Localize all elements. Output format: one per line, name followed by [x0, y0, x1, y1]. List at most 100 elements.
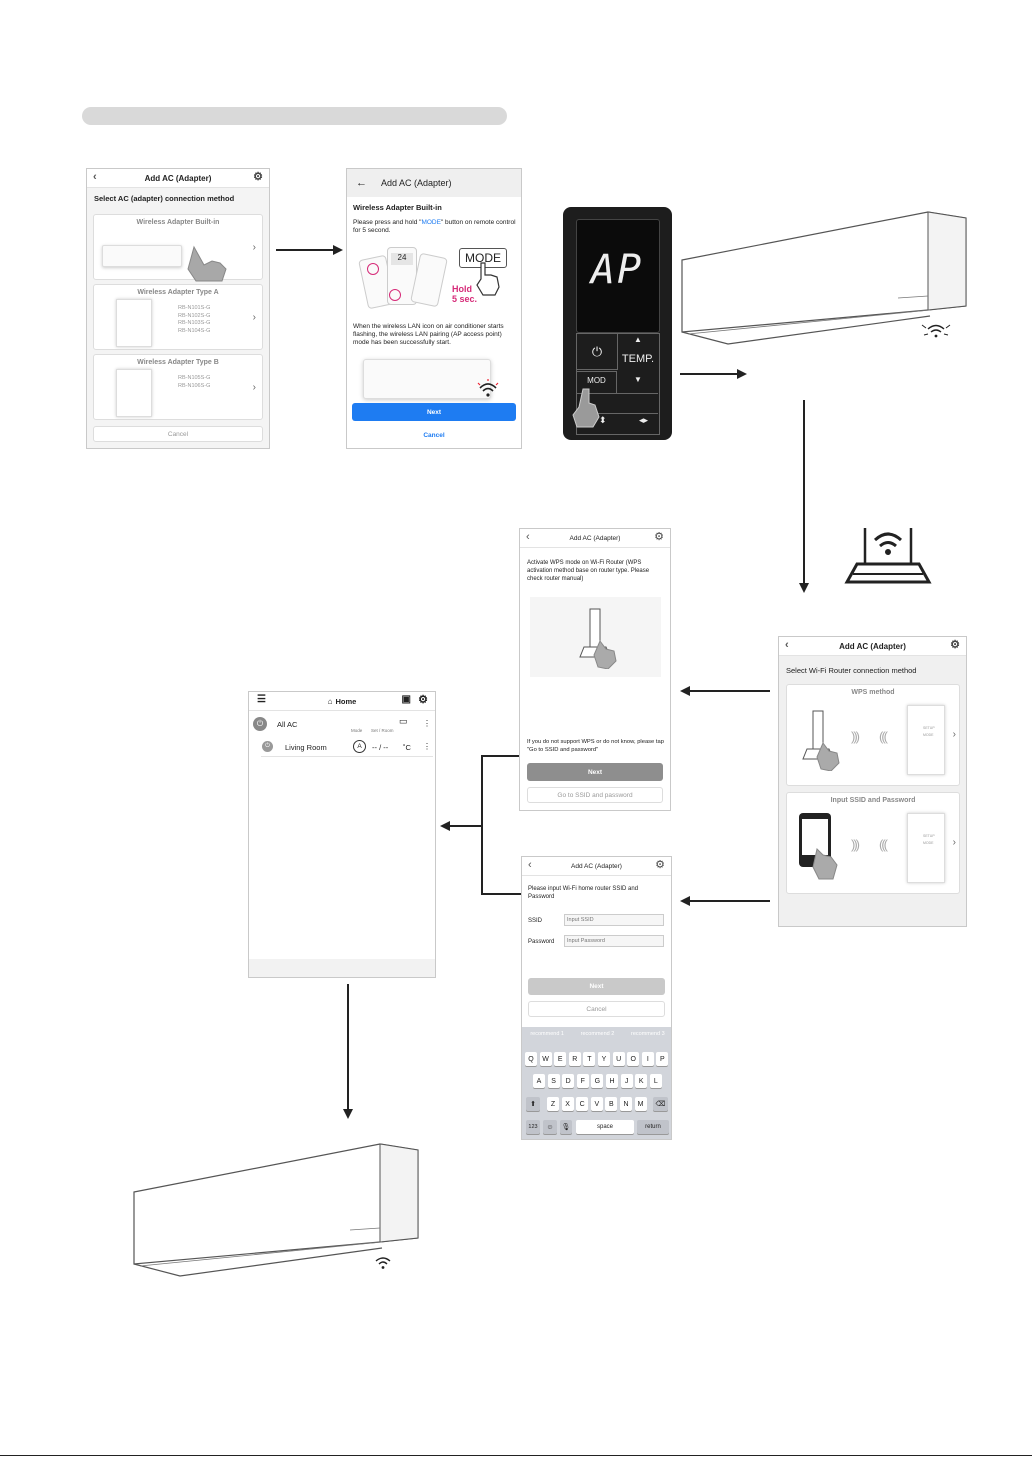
temp-down-icon[interactable]: ▼ [634, 375, 642, 384]
adapter-image: SETUP MODE [907, 705, 945, 775]
keyboard-key[interactable]: R [568, 1052, 581, 1066]
backspace-key[interactable]: ⌫ [653, 1097, 668, 1111]
emoji-key[interactable]: ☺ [543, 1120, 557, 1134]
arrow-head [680, 686, 690, 696]
numbers-key[interactable]: 123 [526, 1120, 540, 1134]
back-icon[interactable]: ‹ [93, 171, 97, 183]
next-button[interactable]: Next [528, 978, 665, 995]
flow-connector [481, 755, 519, 757]
back-icon[interactable]: ‹ [526, 531, 530, 543]
keyboard-key[interactable]: E [554, 1052, 567, 1066]
room-temperature: -- / -- [372, 743, 389, 752]
instruction-key: MODE [421, 219, 441, 226]
gear-icon[interactable]: ⚙ [654, 531, 664, 543]
keyboard-key[interactable]: L [649, 1074, 662, 1088]
screen-ssid: ‹ Add AC (Adapter) ⚙ Please input Wi-Fi … [521, 856, 672, 1140]
power-icon[interactable]: ⏻ [253, 717, 267, 731]
suggestion-item[interactable]: recommend 1 [530, 1031, 564, 1037]
space-key[interactable]: space [576, 1120, 634, 1134]
screen-router-method: ‹ Add AC (Adapter) ⚙ Select Wi-Fi Router… [778, 636, 967, 927]
wps-illustration [530, 597, 661, 677]
keyboard-key[interactable]: P [656, 1052, 669, 1066]
mic-key[interactable]: 🎙 [560, 1120, 572, 1134]
router-press-icon [802, 710, 840, 771]
suggestion-item[interactable]: recommend 2 [580, 1031, 615, 1037]
temp-label: TEMP. [621, 353, 655, 365]
temp-up-icon[interactable]: ▲ [634, 335, 642, 344]
remote-center: 24 [387, 247, 417, 305]
power-icon[interactable]: ⏻ [262, 741, 273, 752]
keyboard-key[interactable]: B [605, 1097, 618, 1111]
keyboard-key[interactable]: Q [525, 1052, 537, 1066]
keyboard-key[interactable]: O [627, 1052, 640, 1066]
keyboard-key[interactable]: N [620, 1097, 632, 1111]
flow-arrow [690, 900, 770, 902]
back-icon[interactable]: ‹ [528, 859, 532, 871]
wifi-icon [375, 1257, 391, 1269]
keyboard-key[interactable]: T [583, 1052, 596, 1066]
keyboard-key[interactable]: G [591, 1074, 604, 1088]
ac-icon: ▭ [399, 716, 408, 726]
power-button[interactable]: ⏻ [577, 334, 618, 370]
chevron-right-icon: › [252, 382, 256, 393]
gear-icon[interactable]: ⚙ [950, 639, 960, 651]
instruction-part: " button on remote control for 5 second. [353, 219, 516, 234]
router-icon [844, 528, 932, 584]
option-type-b[interactable]: Wireless Adapter Type B RB-N105S-G RB-N1… [93, 354, 263, 420]
model-name: RB-N104S-G [178, 327, 211, 334]
back-arrow-icon[interactable]: ← [356, 177, 367, 189]
back-icon[interactable]: ‹ [785, 639, 789, 651]
gear-icon[interactable]: ⚙ [655, 859, 665, 871]
swing-leftright-icon[interactable]: ◂▸ [639, 415, 649, 425]
group-row[interactable]: ⏻ All AC Mode Set / Room ▭ ⋮ [253, 716, 433, 734]
room-row[interactable]: ⏻ Living Room A -- / -- ˚C ⋮ [261, 738, 433, 757]
keyboard-key[interactable]: V [590, 1097, 603, 1111]
shift-key[interactable]: ⬆ [526, 1097, 540, 1111]
gear-icon[interactable]: ⚙ [253, 171, 263, 183]
keyboard-key[interactable]: H [606, 1074, 618, 1088]
next-button[interactable]: Next [527, 763, 663, 781]
return-key[interactable]: return [637, 1120, 669, 1134]
go-to-ssid-button[interactable]: Go to SSID and password [527, 787, 663, 803]
keyboard-key[interactable]: S [547, 1074, 560, 1088]
option-built-in[interactable]: Wireless Adapter Built-in › [93, 214, 263, 282]
chevron-right-icon: › [952, 729, 956, 740]
keyboard-key[interactable]: C [576, 1097, 589, 1111]
cancel-button[interactable]: Cancel [528, 1001, 665, 1017]
keyboard-key[interactable]: Z [547, 1097, 559, 1111]
cancel-button[interactable]: Cancel [93, 426, 263, 442]
arrow-head [333, 245, 343, 255]
cancel-button[interactable]: Cancel [352, 427, 516, 443]
suggestion-item[interactable]: recommend 3 [631, 1031, 665, 1037]
keyboard-key[interactable]: W [539, 1052, 552, 1066]
option-title: Wireless Adapter Type A [137, 289, 219, 296]
keyboard-key[interactable]: U [612, 1052, 625, 1066]
keyboard-key[interactable]: M [634, 1097, 647, 1111]
next-button[interactable]: Next [352, 403, 516, 421]
mode-button[interactable]: MOD [577, 371, 617, 393]
add-device-icon[interactable]: ▣ [401, 694, 411, 705]
arrow-head [737, 369, 747, 379]
model-name: RB-N103S-G [178, 320, 211, 326]
instruction-text: Please input Wi-Fi home router SSID and … [528, 886, 639, 900]
swing-updown-icon[interactable]: ⬍ [599, 415, 607, 425]
keyboard-key[interactable]: J [620, 1074, 633, 1088]
option-input-ssid[interactable]: Input SSID and Password ))) ((( SETUP MO… [786, 792, 960, 894]
ssid-input[interactable] [564, 914, 664, 926]
more-icon[interactable]: ⋮ [423, 719, 431, 728]
option-type-a[interactable]: Wireless Adapter Type A RB-N101S-G RB-N1… [93, 284, 263, 350]
menu-icon[interactable]: ☰ [257, 694, 266, 705]
keyboard-key[interactable]: A [533, 1074, 545, 1088]
button-row [577, 393, 658, 394]
flow-arrow [803, 400, 805, 584]
keyboard-key[interactable]: Y [598, 1052, 610, 1066]
option-wps[interactable]: WPS method ))) ((( SETUP MODE › [786, 684, 960, 786]
keyboard-key[interactable]: K [635, 1074, 648, 1088]
gear-icon[interactable]: ⚙ [418, 694, 428, 706]
keyboard-key[interactable]: I [641, 1052, 654, 1066]
keyboard-key[interactable]: D [562, 1074, 575, 1088]
keyboard-key[interactable]: X [561, 1097, 574, 1111]
keyboard-key[interactable]: F [576, 1074, 589, 1088]
more-icon[interactable]: ⋮ [423, 742, 431, 751]
password-input[interactable] [564, 935, 664, 947]
